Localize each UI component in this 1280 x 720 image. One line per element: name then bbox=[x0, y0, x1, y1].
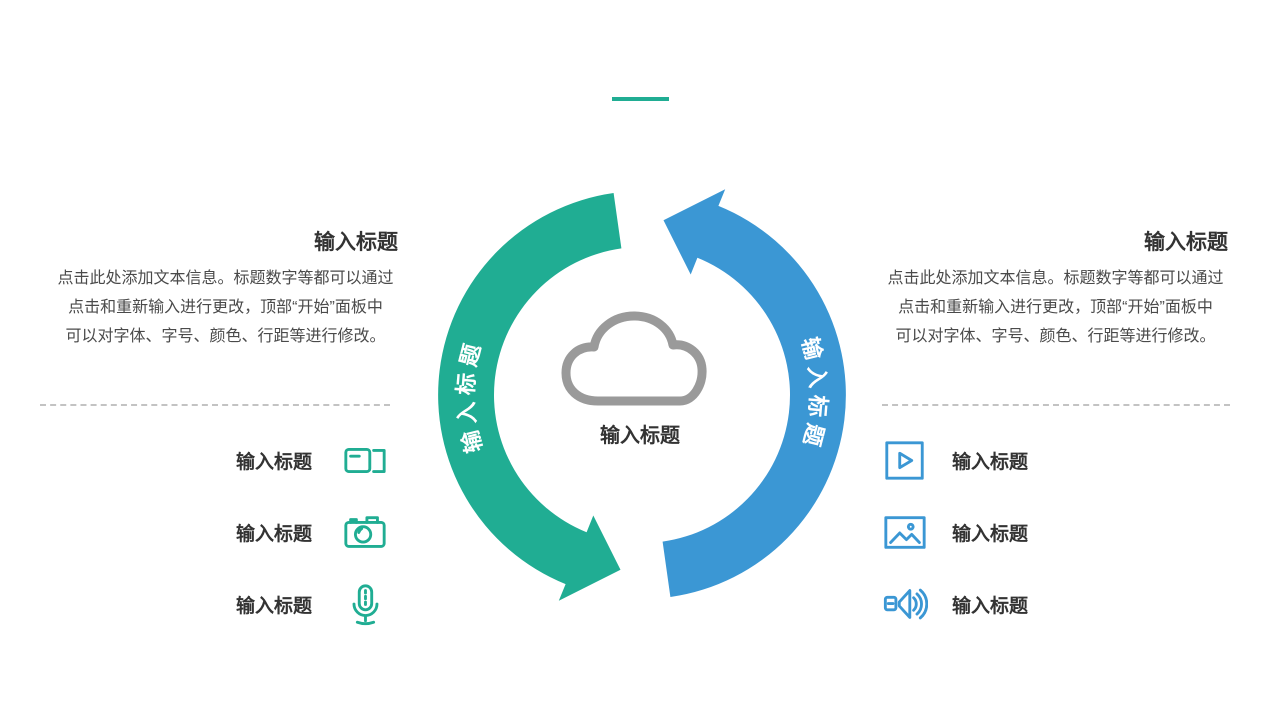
list-item: 输入标题 bbox=[882, 509, 1230, 555]
left-section-body-line: 可以对字体、字号、颜色、行距等进行修改。 bbox=[65, 328, 386, 345]
list-item: 输入标题 bbox=[40, 437, 388, 483]
left-item-list: 输入标题 输入标题 输入标题 bbox=[40, 437, 388, 653]
item-label: 输入标题 bbox=[235, 451, 312, 473]
item-label: 输入标题 bbox=[235, 523, 312, 545]
item-label: 输入标题 bbox=[952, 595, 1029, 617]
play-video-icon bbox=[882, 437, 928, 483]
left-section-body-line: 点击和重新输入进行更改，顶部“开始”面板中 bbox=[68, 299, 383, 316]
photo-camera-icon bbox=[342, 509, 388, 555]
picture-icon bbox=[882, 509, 928, 555]
top-accent-line bbox=[612, 97, 669, 101]
right-text-block: 输入标题 点击此处添加文本信息。标题数字等都可以通过 点击和重新输入进行更改，顶… bbox=[883, 226, 1228, 351]
right-cycle-arrow bbox=[662, 189, 846, 597]
cloud-icon bbox=[561, 311, 707, 406]
item-label: 输入标题 bbox=[952, 523, 1029, 545]
list-item: 输入标题 bbox=[882, 437, 1230, 483]
speaker-icon bbox=[882, 581, 928, 627]
right-item-list: 输入标题 输入标题 bbox=[882, 437, 1230, 653]
left-cycle-arrow bbox=[438, 193, 622, 601]
right-section-body-line: 点击和重新输入进行更改，顶部“开始”面板中 bbox=[898, 299, 1213, 316]
list-item: 输入标题 bbox=[40, 581, 388, 627]
right-section-title: 输入标题 bbox=[1144, 231, 1228, 254]
left-text-block: 输入标题 点击此处添加文本信息。标题数字等都可以通过 点击和重新输入进行更改，顶… bbox=[53, 226, 398, 351]
right-dashed-divider bbox=[882, 404, 1230, 406]
list-item: 输入标题 bbox=[40, 509, 388, 555]
left-dashed-divider bbox=[40, 404, 390, 406]
microphone-icon bbox=[342, 581, 388, 627]
video-camera-icon bbox=[342, 437, 388, 483]
right-section-body-line: 可以对字体、字号、颜色、行距等进行修改。 bbox=[895, 328, 1216, 345]
right-section-body-line: 点击此处添加文本信息。标题数字等都可以通过 bbox=[887, 270, 1224, 287]
cycle-center-label: 输入标题 bbox=[600, 423, 681, 447]
left-section-title: 输入标题 bbox=[314, 231, 398, 254]
item-label: 输入标题 bbox=[952, 451, 1029, 473]
list-item: 输入标题 bbox=[882, 581, 1230, 627]
left-section-body-line: 点击此处添加文本信息。标题数字等都可以通过 bbox=[57, 270, 394, 287]
item-label: 输入标题 bbox=[235, 595, 312, 617]
